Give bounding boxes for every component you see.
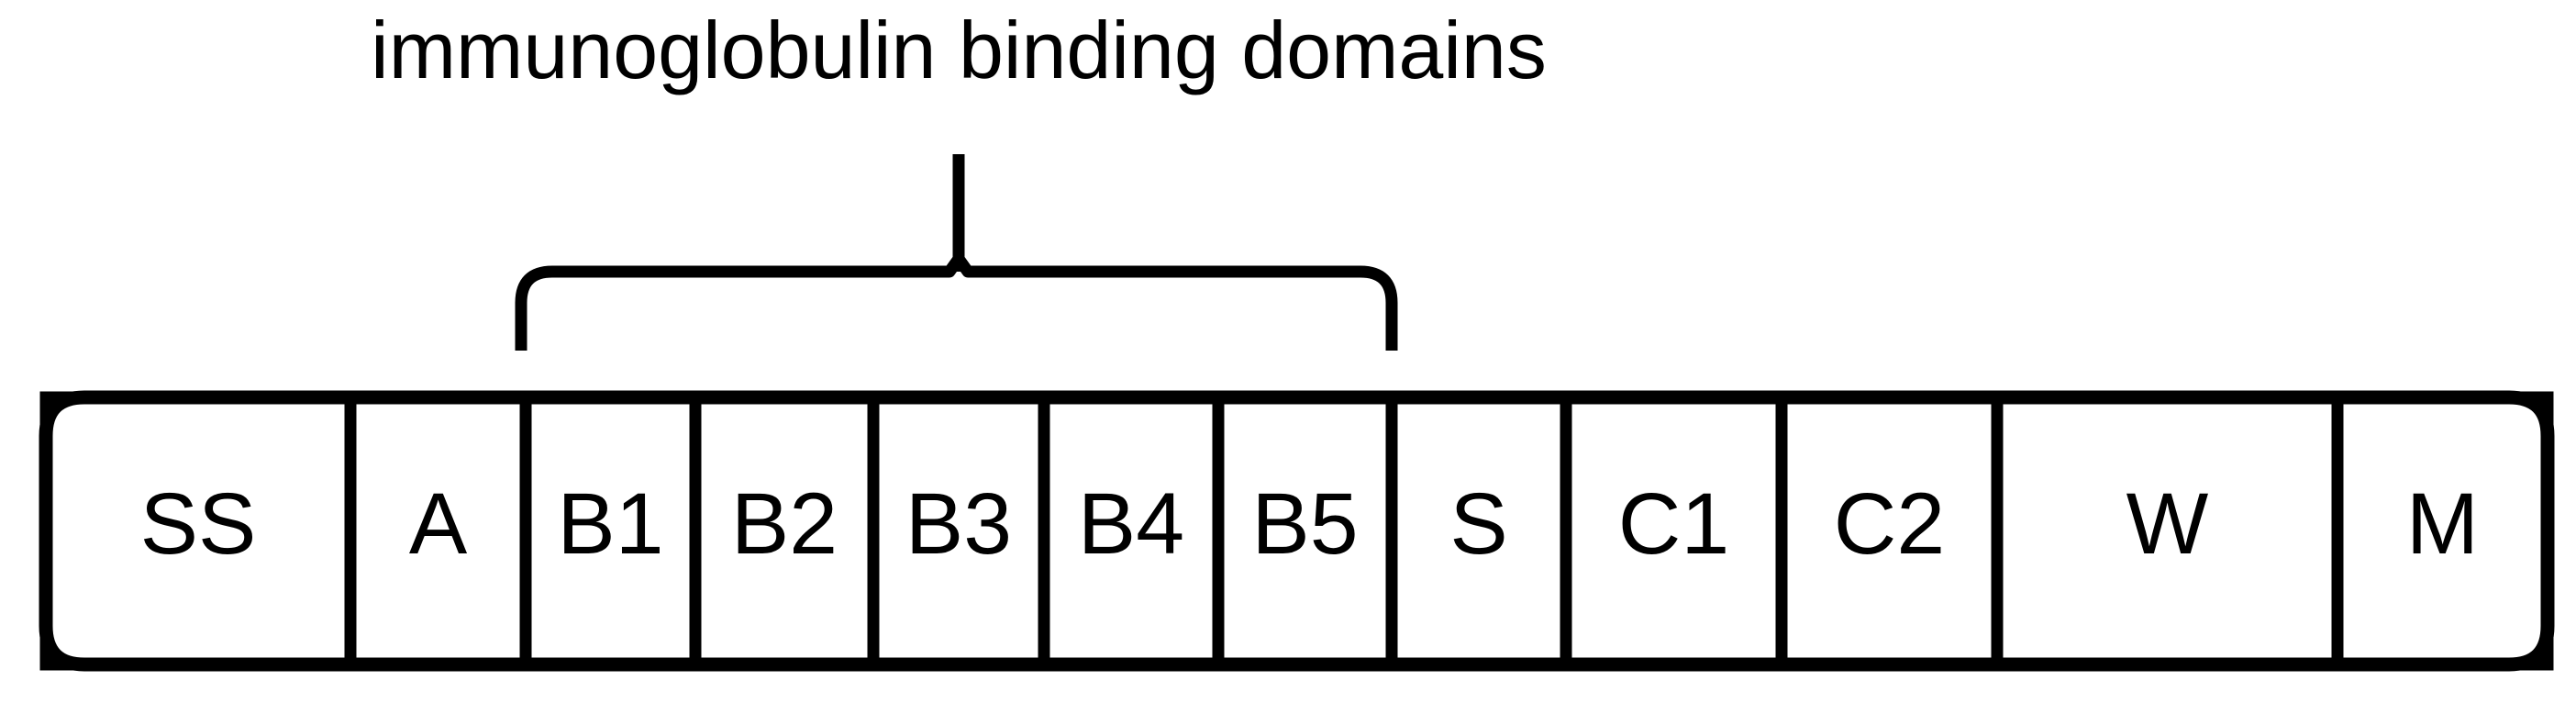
domain-segment: SS [39, 391, 357, 671]
immunoglobulin-binding-domains-brace [515, 154, 1398, 351]
domain-segment-label: B2 [731, 475, 838, 573]
domain-segment: S [1385, 391, 1572, 671]
domain-segment-label: M [2406, 475, 2479, 573]
domain-segment: C1 [1560, 391, 1788, 671]
brace-body [515, 252, 1398, 351]
domain-segment: C2 [1775, 391, 2004, 671]
domain-segment: B5 [1212, 391, 1398, 671]
domain-segment-label: B5 [1251, 475, 1358, 573]
domain-segment: B2 [689, 391, 880, 671]
domain-segment-label: C2 [1834, 475, 1945, 573]
domain-segment: B1 [519, 391, 702, 671]
domain-segment: B3 [867, 391, 1050, 671]
domain-segment-label: SS [140, 475, 257, 573]
domain-segment: M [2331, 391, 2554, 671]
domain-segment: W [1991, 391, 2344, 671]
domain-segment-label: S [1449, 475, 1507, 573]
domain-segment: B4 [1038, 391, 1225, 671]
protein-bar-outline [39, 390, 2555, 672]
domain-segment-label: B3 [905, 475, 1012, 573]
domain-segment-label: C1 [1618, 475, 1729, 573]
domain-segment-label: B4 [1078, 475, 1184, 573]
brace-title-label: immunoglobulin binding domains [371, 5, 1547, 95]
domain-segment-label: W [2126, 475, 2209, 573]
domain-segment-label: A [409, 475, 468, 573]
domain-segment: A [344, 391, 532, 671]
domain-segments: SS A B1 B2 B3 B4 B5 S C1 C2 W M [39, 391, 2554, 671]
domain-segment-box [1991, 391, 2344, 671]
domain-segment-label: B1 [557, 475, 663, 573]
